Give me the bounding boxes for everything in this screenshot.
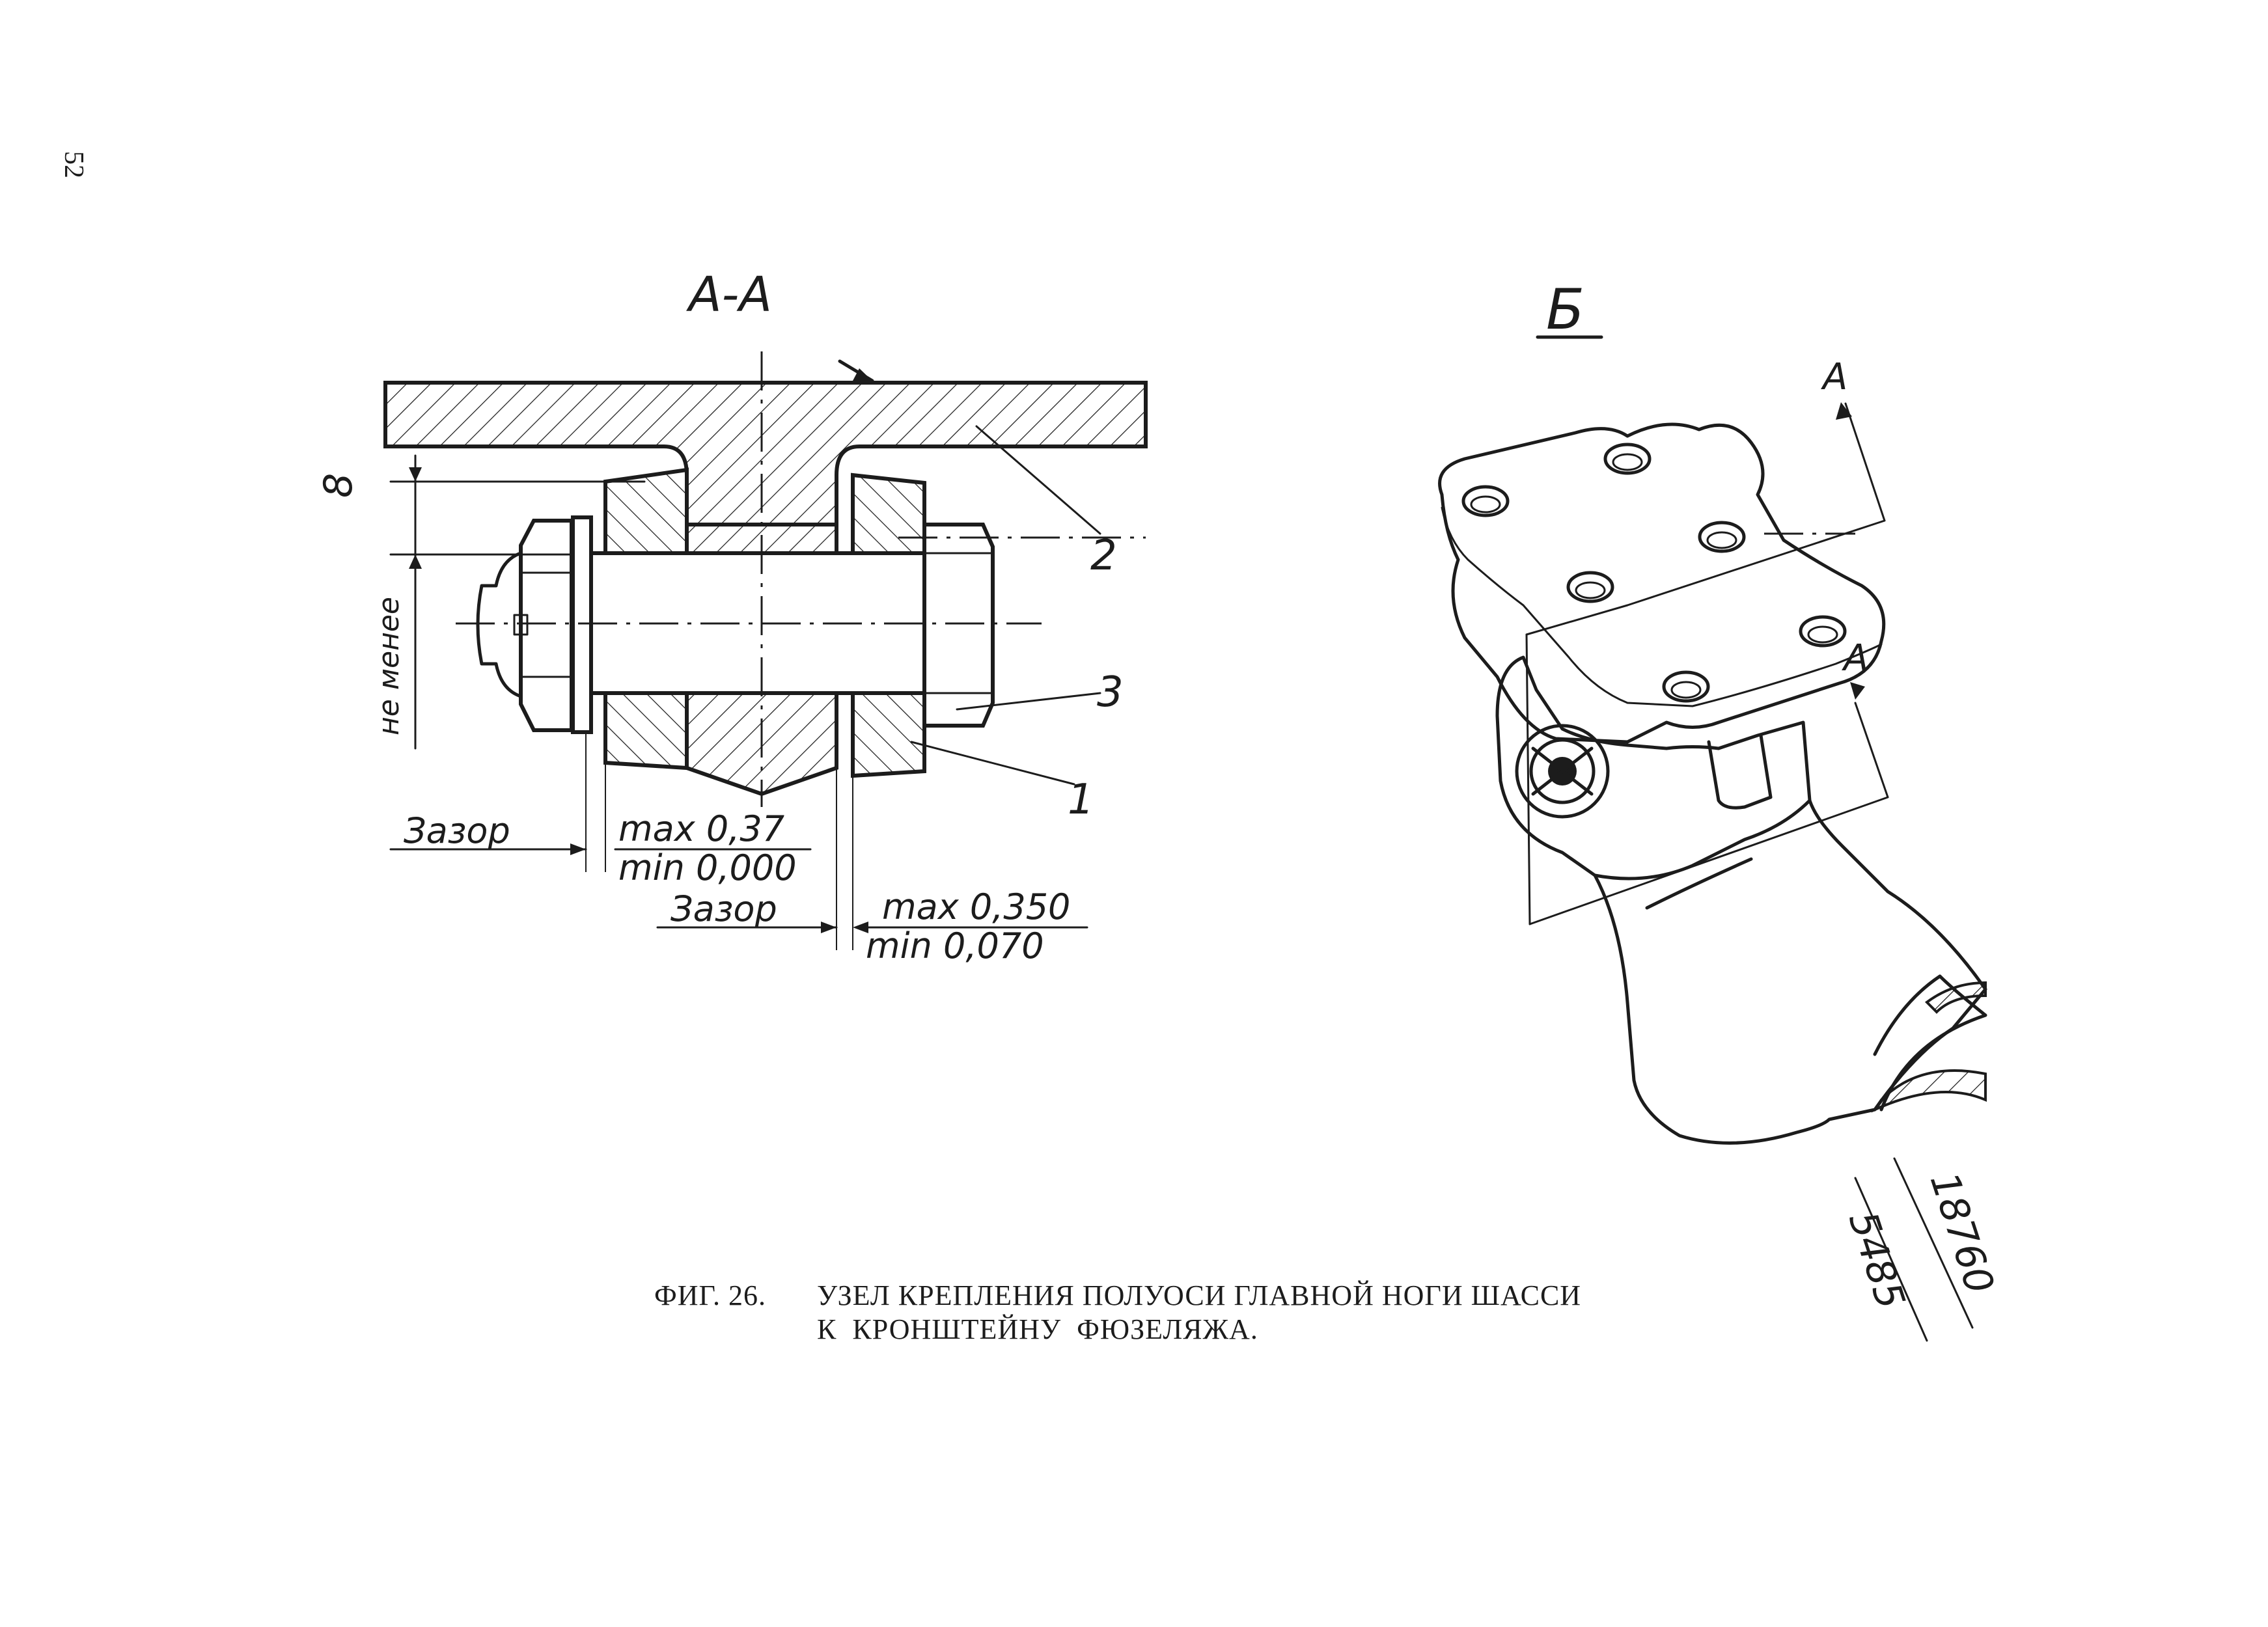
fitting-plate	[1438, 422, 1886, 744]
part-number-1: 1	[1068, 776, 1094, 824]
figure-caption: ФИГ. 26. УЗЕЛ КРЕПЛЕНИЯ ПОЛУОСИ ГЛАВНОЙ Н…	[654, 1279, 1581, 1347]
gap2-label: Зазор	[671, 888, 777, 929]
section-mark-a-bottom: А	[1842, 637, 1868, 679]
clearance-value: 8	[316, 473, 361, 498]
section-mark-a-top: А	[1821, 356, 1847, 398]
page-number: 52	[59, 151, 89, 178]
gap1-max: max 0,37	[618, 808, 784, 849]
bolt-shank	[577, 551, 933, 695]
gap2-min: min 0,070	[866, 925, 1044, 966]
view-b-nut	[1515, 724, 1610, 819]
gap2-max: max 0,350	[882, 886, 1070, 927]
bracket-flange	[383, 381, 1148, 526]
washer	[571, 515, 593, 734]
view-b: Б	[1438, 277, 1987, 1145]
gap1-label: Зазор	[404, 810, 510, 851]
leg-strut	[1593, 799, 1987, 1145]
section-aa-title: А-А	[686, 267, 772, 323]
drawing-numbers: 5485 18760	[1840, 1157, 2003, 1342]
strut-cut-section	[1871, 1069, 1987, 1113]
drawing-number-5485: 5485	[1840, 1206, 1914, 1315]
section-aa: А-А 8 не	[316, 267, 1148, 966]
bolt-head	[922, 523, 995, 728]
plate-holes	[1461, 443, 1847, 703]
part-number-2: 2	[1090, 532, 1117, 580]
view-b-title: Б	[1546, 277, 1584, 342]
strut-top-cut	[1924, 981, 1987, 1014]
caption-line-2: К КРОНШТЕЙНУ ФЮЗЕЛЯЖА.	[817, 1313, 1258, 1345]
castle-nut	[519, 519, 574, 732]
not-less-label: не менее	[372, 597, 406, 735]
drawing-number-18760: 18760	[1921, 1167, 2003, 1299]
part-number-3: 3	[1097, 668, 1124, 717]
caption-line-1: УЗЕЛ КРЕПЛЕНИЯ ПОЛУОСИ ГЛАВНОЙ НОГИ ШАСС…	[817, 1279, 1582, 1311]
lug-body	[1495, 655, 1812, 881]
gap1-min: min 0,000	[618, 847, 797, 888]
figure-label: ФИГ. 26.	[654, 1279, 767, 1311]
